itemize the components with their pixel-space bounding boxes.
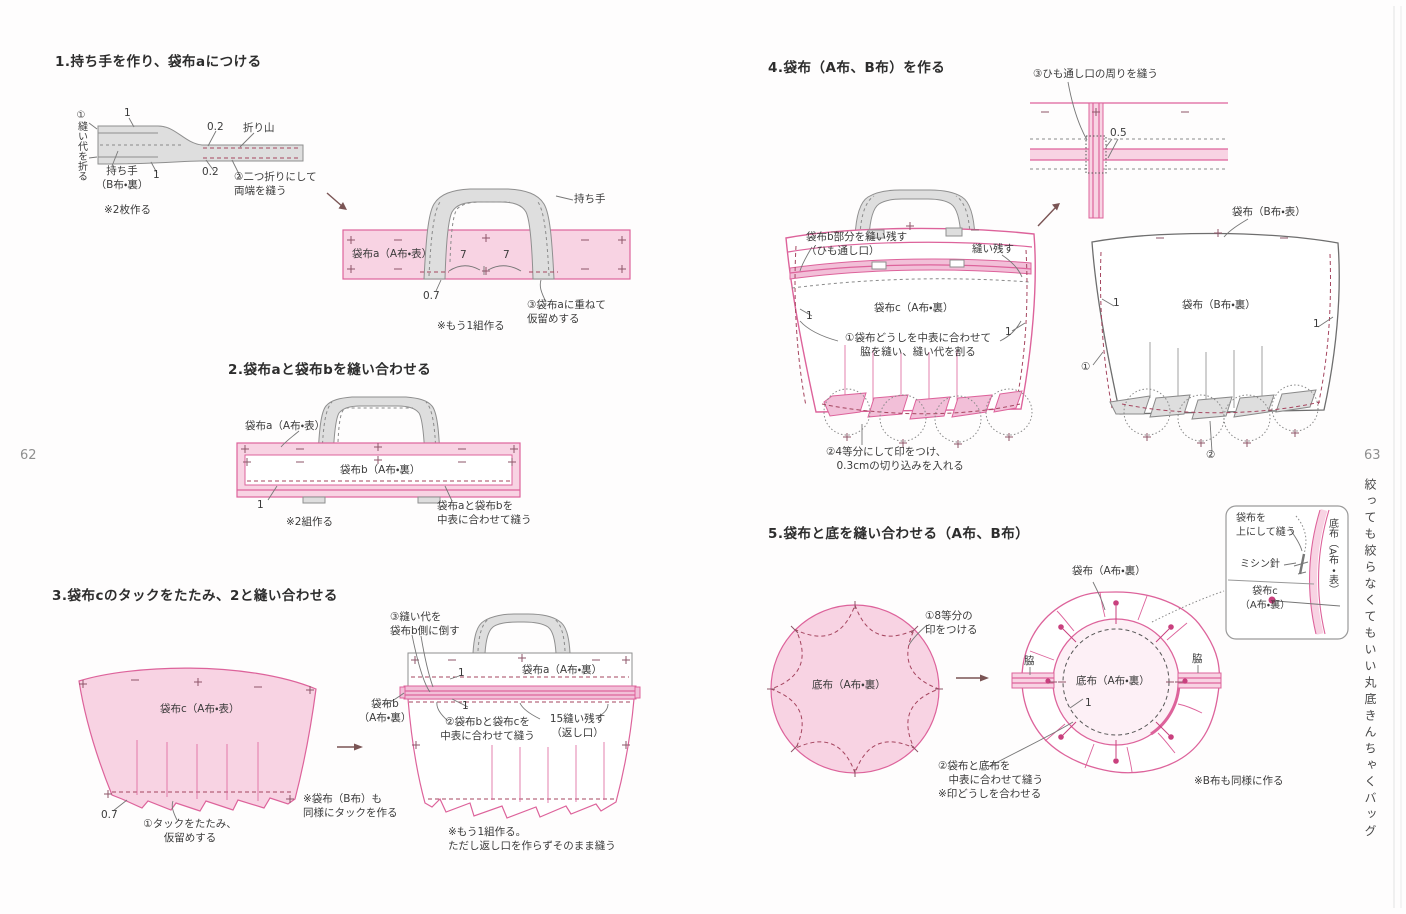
step4-bback-label: 袋布（B布・裏） xyxy=(1182,299,1256,311)
step1-handle-strip-drawing xyxy=(88,117,347,210)
step5-bottom-c-label: 底布（A布・裏） xyxy=(1076,675,1150,687)
step4-measure-1-left: 1 xyxy=(806,310,813,322)
step4-circled-2: ② xyxy=(1206,449,1216,461)
step5-title: 5.袋布と底を縫い合わせる（A布、B布） xyxy=(768,526,1030,542)
step3-tuck-note: ①タックをたたみ、 仮留めする xyxy=(143,818,237,845)
step3-leave15-note: 15縫い残す （返し口） xyxy=(549,713,606,740)
step1-title: 1.持ち手を作り、袋布aにつける xyxy=(55,54,262,70)
step3-baga-label: 袋布a（A布・裏） xyxy=(522,664,603,676)
step5-bsame-note: ※B布も同様に作る xyxy=(1194,775,1284,787)
step2-drawing xyxy=(236,396,521,504)
step3-assembled-drawing xyxy=(384,613,641,819)
step1-measure-1-top: 1 xyxy=(124,107,131,119)
step1-baga-label: 袋布a（A布・表） xyxy=(352,248,433,260)
step5-waki-right: 脇 xyxy=(1192,653,1203,665)
step1-fold-ridge-label: 折り山 xyxy=(243,122,275,134)
step2-measure-1: 1 xyxy=(257,499,264,511)
step5-circle-drawing xyxy=(767,601,989,777)
step4-bbag-drawing xyxy=(1091,218,1340,453)
step4-inset-note: ③ひも通し口の周りを縫う xyxy=(1033,68,1158,80)
page-number-left: 62 xyxy=(20,448,37,463)
step1-measure-02-top: 0.2 xyxy=(207,121,224,133)
step1-measure-7-left: 7 xyxy=(460,249,467,261)
step3-seam-note: ③縫い代を 袋布b側に倒す xyxy=(390,611,460,638)
step1-measure-1-bottom: 1 xyxy=(153,169,160,181)
step4-title: 4.袋布（A布、B布）を作る xyxy=(768,60,946,76)
step3-measure-1a: 1 xyxy=(458,667,465,679)
step1-handle-label: 持ち手 xyxy=(574,193,606,205)
step3-make-another-note: ※もう1組作る。 ただし返し口を作らずそのまま縫う xyxy=(448,826,616,853)
step3-measure-07: 0.7 xyxy=(101,809,118,821)
step2-title: 2.袋布aと袋布bを縫い合わせる xyxy=(228,362,432,378)
step4-bfront-label: 袋布（B布・表） xyxy=(1232,206,1306,218)
step1-handle-b-label: 持ち手 （B布・裏） xyxy=(95,165,149,192)
step5-waki-left: 脇 xyxy=(1024,655,1035,667)
step4-bagc-label: 袋布c（A布・裏） xyxy=(874,302,954,314)
step1-fold-both-note: ②二つ折りにして 両端を縫う xyxy=(234,171,317,198)
step4-quarter-note: ②4等分にして印をつけ、 0.3cmの切り込みを入れる xyxy=(826,446,964,473)
step5-inset-drawing xyxy=(1225,505,1349,640)
step1-make-two-note: ※2枚作る xyxy=(104,204,151,216)
step3-sew-note: ②袋布bと袋布cを 中表に合わせて縫う xyxy=(440,716,535,743)
step4-leave-note: 縫い残す xyxy=(972,243,1014,255)
step4-circled-1: ① xyxy=(1081,361,1091,373)
step2-bagb-label: 袋布b（A布・裏） xyxy=(340,464,421,476)
page-edge xyxy=(1393,6,1402,908)
step3-piecec-drawing xyxy=(78,667,363,821)
step5-measure-1: 1 xyxy=(1085,697,1092,709)
step3-bagc-label: 袋布c（A布・表） xyxy=(160,703,240,715)
step4-inset-drawing xyxy=(1030,81,1228,227)
step5-inset-bottom-front-label: 底布（A布・表） xyxy=(1326,518,1338,595)
step3-measure-1b: 1 xyxy=(462,700,469,712)
step2-sew-note: 袋布aと袋布bを 中表に合わせて縫う xyxy=(437,500,532,527)
step1-measure-07: 0.7 xyxy=(423,290,440,302)
step1-measure-02-bottom: 0.2 xyxy=(202,166,219,178)
step1-fold-note: ①縫い代を折る xyxy=(75,110,87,181)
step5-bag-back-label: 袋布（A布・裏） xyxy=(1072,565,1146,577)
step1-make-another-note: ※もう1組作る xyxy=(437,320,505,332)
step3-title: 3.袋布cのタックをたたみ、2と縫い合わせる xyxy=(52,588,338,604)
page-number-right: 63 xyxy=(1364,448,1381,463)
step4-measure-05: 0.5 xyxy=(1110,127,1127,139)
step4-b-measure-1-right: 1 xyxy=(1313,318,1320,330)
step1-measure-7-right: 7 xyxy=(503,249,510,261)
step2-make-two-note: ※2組作る xyxy=(286,516,333,528)
step3-bcloth-note: ※袋布（B布）も 同様にタックを作る xyxy=(303,793,398,820)
step5-bottom-a-label: 底布（A布・裏） xyxy=(812,679,886,691)
step4-measure-1-right: 1 xyxy=(1005,326,1012,338)
step3-bagb-label: 袋布b （A布・裏） xyxy=(358,698,412,725)
step1-tack-note: ③袋布aに重ねて 仮留めする xyxy=(527,299,606,326)
step4-abag-drawing xyxy=(785,189,1036,448)
step5-inset-needle-label: ミシン針 xyxy=(1240,559,1280,570)
chapter-side-title: 絞っても絞らなくてもいい丸底きんちゃくバッグ xyxy=(1363,478,1377,841)
step5-inset-top-note: 袋布を 上にして縫う xyxy=(1236,513,1296,538)
step1-baga-drawing xyxy=(342,188,631,303)
step5-sew-note: ②袋布と底布を 中表に合わせて縫う ※印どうしを合わせる xyxy=(938,760,1043,801)
step2-baga-label: 袋布a（A布・表） xyxy=(245,420,326,432)
step4-leaveb-note: 袋布b部分を縫い残す （ひも通し口） xyxy=(806,231,908,258)
step5-ring-drawing xyxy=(987,581,1225,774)
step5-inset-bagc-label: 袋布c （A布・裏） xyxy=(1239,586,1291,611)
step5-mark8-note: ①8等分の 印をつける xyxy=(925,610,978,637)
step4-b-measure-1-left: 1 xyxy=(1113,297,1120,309)
step4-sew-sides-note: ①袋布どうしを中表に合わせて 脇を縫い、縫い代を割る xyxy=(845,332,991,359)
